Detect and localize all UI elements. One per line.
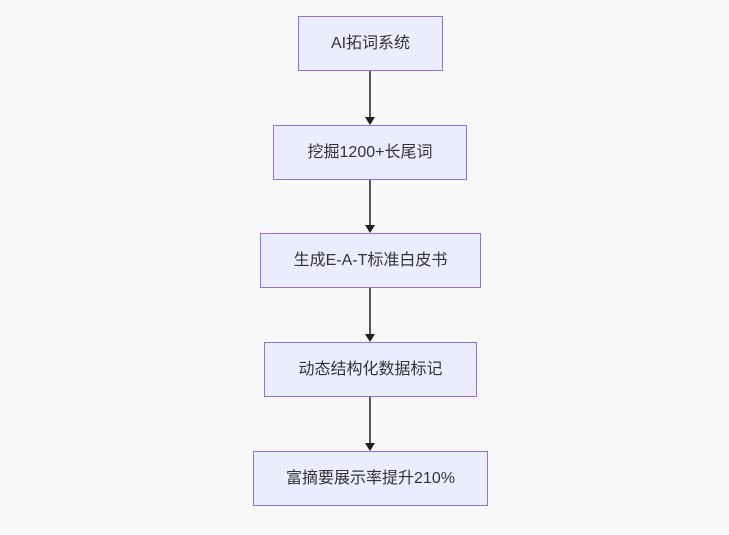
flow-arrow-1 [365,71,375,125]
arrow-line [369,71,371,117]
flowchart-node-ai-system: AI拓词系统 [298,16,443,71]
node-label: AI拓词系统 [330,34,411,52]
node-label: 动态结构化数据标记 [298,360,443,378]
arrow-line [369,288,371,334]
arrow-head [365,225,375,233]
arrow-line [369,180,371,225]
arrow-line [369,397,371,443]
node-label: 挖掘1200+长尾词 [307,143,433,161]
flow-arrow-2 [365,180,375,233]
flow-arrow-4 [365,397,375,451]
flow-arrow-3 [365,288,375,342]
arrow-head [365,443,375,451]
flowchart-node-longtail-keywords: 挖掘1200+长尾词 [273,125,467,180]
node-label: 富摘要展示率提升210% [286,469,455,487]
flowchart-node-structured-data: 动态结构化数据标记 [264,342,477,397]
flowchart-node-rich-snippet-rate: 富摘要展示率提升210% [253,451,488,506]
arrow-head [365,334,375,342]
flowchart-node-eat-whitepaper: 生成E-A-T标准白皮书 [260,233,481,288]
node-label: 生成E-A-T标准白皮书 [293,251,448,269]
arrow-head [365,117,375,125]
